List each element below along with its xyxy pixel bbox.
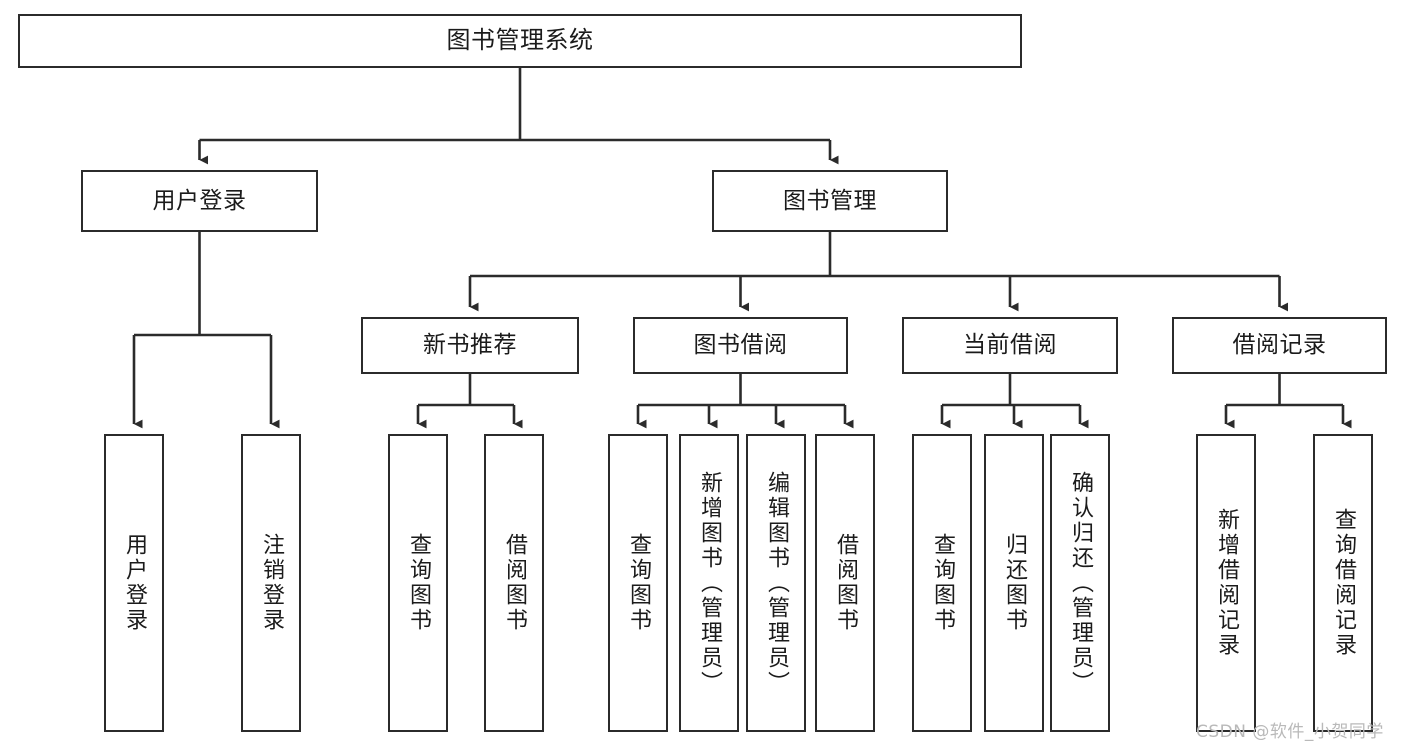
- node-l2_1[interactable]: 图书管理: [712, 170, 948, 232]
- node-label: 编辑图书（管理员）: [764, 470, 789, 696]
- node-label: 查询借阅记录: [1331, 508, 1356, 658]
- node-label: 图书借阅: [693, 332, 788, 359]
- node-l3_1[interactable]: 图书借阅: [633, 317, 848, 374]
- node-label: 图书管理系统: [446, 26, 594, 55]
- node-label: 查询图书: [406, 533, 431, 633]
- node-l2_0[interactable]: 用户登录: [81, 170, 318, 232]
- node-label: 新增借阅记录: [1214, 508, 1239, 658]
- node-label: 归还图书: [1002, 533, 1027, 633]
- node-label: 查询图书: [930, 533, 955, 633]
- node-leaf_1[interactable]: 注销登录: [241, 434, 301, 732]
- node-leaf_11[interactable]: 新增借阅记录: [1196, 434, 1256, 732]
- node-leaf_2[interactable]: 查询图书: [388, 434, 448, 732]
- node-label: 注销登录: [259, 533, 284, 633]
- node-leaf_12[interactable]: 查询借阅记录: [1313, 434, 1373, 732]
- node-label: 借阅图书: [833, 533, 858, 633]
- node-leaf_5[interactable]: 新增图书（管理员）: [679, 434, 739, 732]
- node-leaf_8[interactable]: 查询图书: [912, 434, 972, 732]
- node-label: 当前借阅: [963, 332, 1057, 359]
- node-label: 新增图书（管理员）: [697, 470, 722, 696]
- node-l3_0[interactable]: 新书推荐: [361, 317, 579, 374]
- node-label: 借阅图书: [502, 533, 527, 633]
- node-leaf_6[interactable]: 编辑图书（管理员）: [746, 434, 806, 732]
- node-l3_3[interactable]: 借阅记录: [1172, 317, 1387, 374]
- node-leaf_9[interactable]: 归还图书: [984, 434, 1044, 732]
- node-label: 用户登录: [152, 187, 247, 214]
- node-label: 用户登录: [122, 533, 147, 633]
- node-leaf_3[interactable]: 借阅图书: [484, 434, 544, 732]
- node-l3_2[interactable]: 当前借阅: [902, 317, 1118, 374]
- node-label: 查询图书: [626, 533, 651, 633]
- node-leaf_4[interactable]: 查询图书: [608, 434, 668, 732]
- node-label: 借阅记录: [1232, 332, 1327, 359]
- node-leaf_10[interactable]: 确认归还（管理员）: [1050, 434, 1110, 732]
- node-root[interactable]: 图书管理系统: [18, 14, 1022, 68]
- node-label: 图书管理: [783, 187, 877, 214]
- node-label: 确认归还（管理员）: [1068, 470, 1093, 696]
- csdn-watermark: CSDN @软件_小贺同学: [1196, 722, 1384, 742]
- node-label: 新书推荐: [423, 332, 517, 359]
- node-leaf_7[interactable]: 借阅图书: [815, 434, 875, 732]
- node-leaf_0[interactable]: 用户登录: [104, 434, 164, 732]
